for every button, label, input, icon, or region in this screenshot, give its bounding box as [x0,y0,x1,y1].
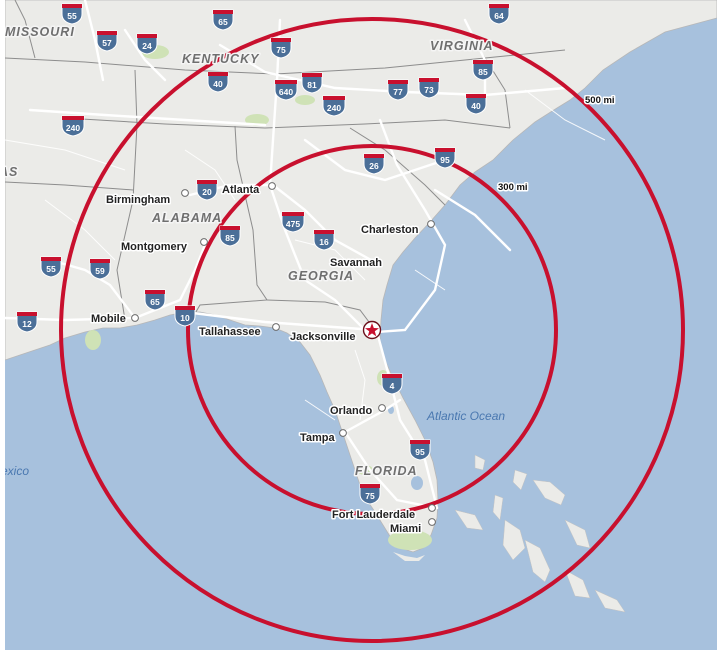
city-label-fort-lauderdale[interactable]: Fort Lauderdale [331,508,417,523]
ring-label-300: 300 mi [498,182,528,193]
interstate-shield-24: 24 [136,33,158,55]
svg-text:640: 640 [279,87,293,97]
svg-text:55: 55 [46,264,56,274]
ring-label-500: 500 mi [585,95,615,106]
svg-text:85: 85 [225,233,235,243]
interstate-shield-10: 10 [174,305,196,327]
state-label-alabama: ALABAMA [151,211,222,225]
interstate-shield-95-south: 95 [409,439,431,461]
state-label-florida: FLORIDA [355,464,418,478]
florida-keys [393,552,425,561]
city-label-atlanta[interactable]: Atlanta [221,183,262,198]
ring-500-mi [59,17,685,643]
svg-text:475: 475 [286,219,300,229]
interstate-shield-85-north: 85 [472,59,494,81]
interstate-shield-85-south: 85 [219,225,241,247]
city-label-miami[interactable]: Miami [389,522,423,537]
city-markers [131,182,436,526]
bahamas-islands [454,454,626,613]
city-label-savannah[interactable]: Savannah [329,256,384,271]
interstate-shield-40-east: 40 [465,93,487,115]
svg-text:24: 24 [142,41,152,51]
interstate-shield-16: 16 [313,229,335,251]
svg-text:75: 75 [276,45,286,55]
interstate-shield-73: 73 [418,77,440,99]
interstate-shield-12: 12 [16,311,38,333]
city-label-montgomery[interactable]: Montgomery [120,240,190,255]
svg-text:64: 64 [494,11,504,21]
city-label-tampa[interactable]: Tampa [299,431,338,446]
interstate-shield-81: 81 [301,72,323,94]
interstate-shield-75-south: 75 [359,483,381,505]
interstate-shield-75-north: 75 [270,37,292,59]
svg-text:75: 75 [365,491,375,501]
svg-text:12: 12 [22,319,32,329]
svg-text:65: 65 [150,297,160,307]
svg-text:57: 57 [102,38,112,48]
city-label-jacksonville[interactable]: Jacksonville [289,330,357,345]
svg-text:240: 240 [66,123,80,133]
city-label-tallahassee[interactable]: Tallahassee [198,325,263,340]
interstate-shield-4: 4 [381,373,403,395]
city-label-birmingham[interactable]: Birmingham [105,193,172,208]
interstate-shield-20: 20 [196,179,218,201]
svg-text:20: 20 [202,187,212,197]
interstate-shield-640: 640 [274,79,298,101]
interstate-shield-55-south: 55 [40,256,62,278]
interstate-shield-65-north: 65 [212,9,234,31]
svg-text:95: 95 [415,447,425,457]
interstate-shield-59: 59 [89,258,111,280]
city-label-orlando[interactable]: Orlando [329,404,374,419]
svg-text:10: 10 [180,313,190,323]
state-label-partial-as: AS [5,165,18,179]
city-label-charleston[interactable]: Charleston [360,223,421,238]
interstate-shield-95-north: 95 [434,147,456,169]
interstate-shield-475: 475 [281,211,305,233]
minor-roads [5,89,606,421]
state-label-missouri: MISSOURI [5,25,75,39]
svg-text:240: 240 [327,103,341,113]
water-label-atlantic: Atlantic Ocean [426,409,505,423]
svg-text:65: 65 [218,17,228,27]
ring-300-mi [186,144,558,516]
svg-text:81: 81 [307,80,317,90]
interstate-shield-240-west: 240 [61,115,85,137]
svg-text:26: 26 [369,161,379,171]
water-label-gulf: exico [5,464,29,478]
svg-text:85: 85 [478,67,488,77]
interstate-shield-40-west: 40 [207,71,229,93]
interstate-shield-240-north: 240 [322,95,346,117]
svg-text:77: 77 [393,87,403,97]
interstate-shield-77: 77 [387,79,409,101]
svg-text:40: 40 [471,101,481,111]
svg-text:73: 73 [424,85,434,95]
svg-text:40: 40 [213,79,223,89]
svg-text:95: 95 [440,155,450,165]
interstate-shield-65-south: 65 [144,289,166,311]
interstate-shield-57: 57 [96,30,118,52]
interstate-shield-64: 64 [488,3,510,25]
state-label-kentucky: KENTUCKY [182,52,260,66]
svg-text:55: 55 [67,11,77,21]
svg-text:59: 59 [95,266,105,276]
interstate-shield-55-north: 55 [61,3,83,25]
map-canvas[interactable]: 300 mi 500 mi MISSOURI KENTUCKY VIRGINIA… [5,0,717,650]
svg-text:4: 4 [390,381,395,391]
city-label-mobile[interactable]: Mobile [90,312,128,327]
state-label-virginia: VIRGINIA [430,39,494,53]
interstate-shield-26: 26 [363,153,385,175]
star-icon[interactable] [362,320,382,340]
state-label-georgia: GEORGIA [288,269,354,283]
svg-text:16: 16 [319,237,329,247]
